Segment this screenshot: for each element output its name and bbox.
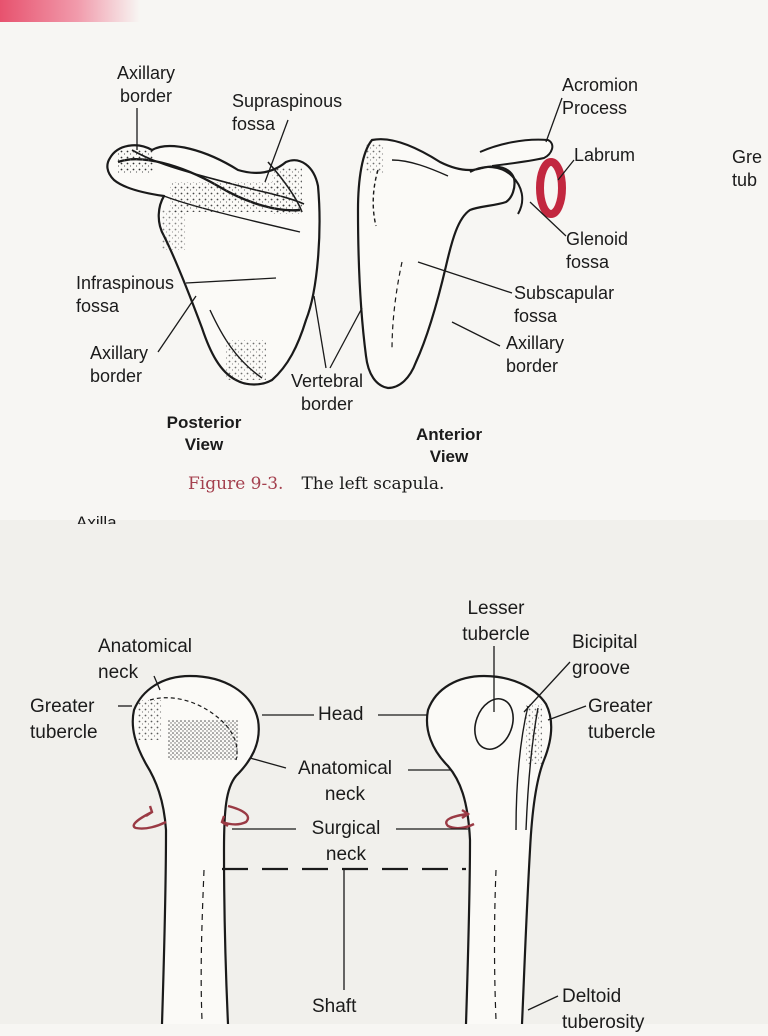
label-shaft: Shaft	[312, 996, 357, 1017]
anterior-scapula-drawing	[356, 138, 554, 390]
label-infraspinous-fossa: Infraspinous fossa	[76, 273, 175, 316]
label-glenoid-fossa: Glenoid fossa	[566, 229, 629, 272]
label-anatomical-neck-center: Anatomical neck	[298, 758, 392, 805]
lower-page-shade	[0, 520, 768, 1024]
label-supraspinous-fossa: Supraspinous fossa	[232, 91, 343, 134]
figure-title: The left scapula.	[301, 474, 445, 494]
label-surgical-neck: Surgical neck	[311, 818, 381, 865]
label-greater-tubercle-right: Greater tubercle	[588, 696, 656, 743]
figure-number: Figure 9-3.	[188, 474, 284, 494]
label-axillary-border-left: Axillary border	[90, 343, 149, 386]
humerus-anterior-drawing	[425, 674, 553, 1024]
rotation-arrows	[132, 804, 475, 830]
labrum-ring	[536, 158, 566, 218]
humerus-posterior-drawing	[131, 674, 260, 1024]
label-vertebral-border: Vertebral border	[290, 371, 364, 414]
label-acromion-process: Acromion Process	[562, 75, 639, 118]
humerus-leader-lines	[118, 646, 587, 1011]
label-anatomical-neck-left: Anatomical neck	[98, 636, 192, 683]
label-axillary-border-right: Axillary border	[506, 333, 565, 376]
label-head: Head	[318, 704, 364, 725]
label-deltoid-tuberosity: Deltoid tuberosity	[562, 986, 645, 1033]
posterior-scapula-drawing	[106, 144, 321, 386]
pink-corner-mark	[0, 0, 140, 22]
label-lesser-tubercle: Lesser tubercle	[462, 598, 530, 645]
label-posterior-view: Posterior View	[166, 413, 242, 454]
scapula-leader-lines	[136, 97, 575, 369]
label-axillary-border-top: Axillary border	[116, 63, 175, 106]
label-anterior-view: Anterior View	[415, 425, 483, 466]
label-greater-tubercle-left: Greater tubercle	[30, 696, 98, 743]
label-labrum: Labrum	[574, 145, 636, 165]
label-bicipital-groove: Bicipital groove	[572, 632, 638, 679]
label-greater-tubercle-clipped: Gre tub	[732, 147, 763, 190]
figure-caption: Figure 9-3. The left scapula.	[188, 474, 444, 494]
cutoff-text: Axilla	[76, 513, 117, 524]
label-subscapular-fossa: Subscapular fossa	[514, 283, 615, 326]
